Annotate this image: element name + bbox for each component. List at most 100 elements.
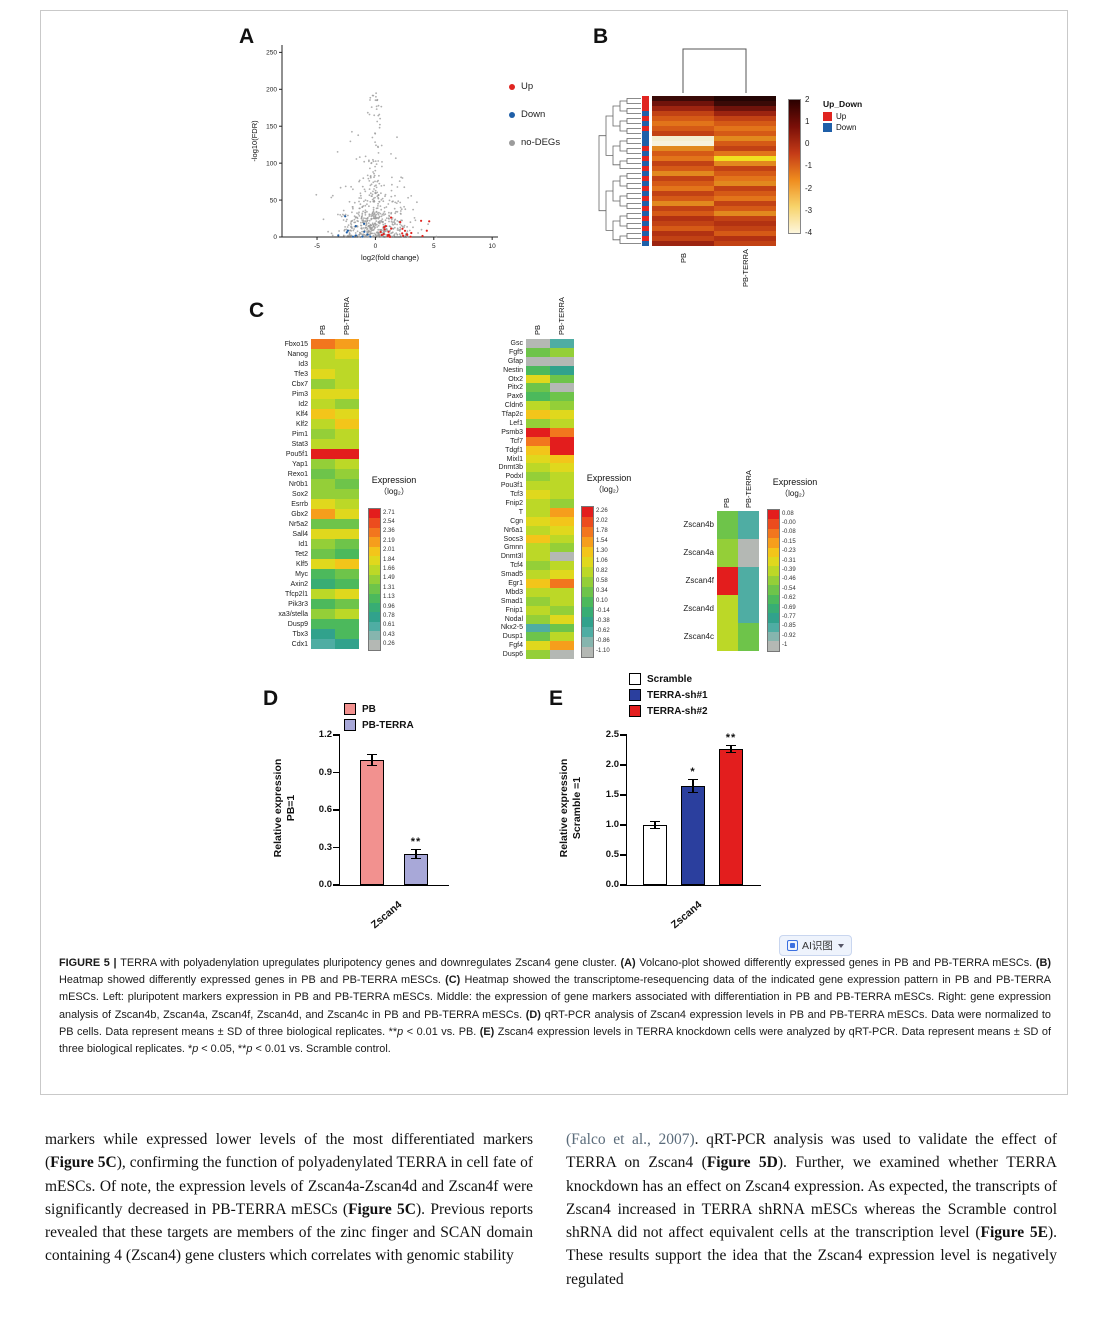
bar [681,786,705,885]
gene-label: Stat3 [291,440,308,448]
scale-value: 0.26 [383,641,395,648]
heatmap-cell [526,472,550,482]
heatmap-cell [717,511,738,539]
heatmap-cell [311,439,335,449]
scale-swatch [582,597,593,607]
heatmap-cell [714,156,776,161]
heatmap-cell [652,151,714,156]
heatmap-row: Zscan4b [671,511,759,539]
heatmap-cell [311,539,335,549]
scale-swatch [369,593,380,603]
gene-label: Pou5f1 [285,450,308,458]
gene-label: Podxl [505,473,523,481]
bar [719,748,743,885]
heatmap-row [652,111,776,116]
gene-label: Fnip1 [505,606,523,614]
heatmap-row [652,191,776,196]
error-cap [411,857,421,859]
heatmap-cell [652,116,714,121]
gene-label: Tfap2c [501,411,523,419]
heatmap-row: Pou5f1 [263,449,359,459]
heatmap-cell [652,236,714,241]
b-col-label-pb: PB [679,252,688,263]
heatmap-cell [652,186,714,191]
error-cap [367,765,377,767]
heatmap-cell [526,401,550,411]
y-tick-label: 2.0 [605,759,619,770]
heatmap-cell [526,525,550,535]
scale-value: -0.31 [782,557,796,564]
heatmap-row [652,236,776,241]
heatmap-cell [550,650,574,660]
scale-swatch [582,627,593,637]
heatmap-row [652,241,776,246]
y-tick-label: 1.2 [318,729,332,740]
heatmap-row: Yap1 [263,459,359,469]
heatmap-row: Pik3r3 [263,599,359,609]
scale-value: -0.14 [596,608,610,614]
gene-label: Fgf5 [508,348,523,356]
heatmap-row: Cldn6 [478,401,574,411]
heatmap-cell [652,101,714,106]
gene-label: Nkx2-5 [500,624,523,632]
row-annotation [642,106,649,111]
ai-recognize-button[interactable]: AI识图 [779,935,852,956]
heatmap-cell [311,559,335,569]
error-cap [726,744,736,746]
heatmap-row: Tfe3 [263,369,359,379]
heatmap-row: Stat3 [263,439,359,449]
y-tick-mark [333,884,340,886]
heatmap-cell [335,559,359,569]
svg-text:5: 5 [432,243,436,250]
heatmap-cell [335,419,359,429]
bar [360,760,384,885]
heatmap-cell [526,419,550,428]
heatmap-row: Cdx1 [263,639,359,649]
svg-text:50: 50 [270,197,278,204]
gene-label: Pim1 [292,430,308,438]
error-cap [688,792,698,794]
ai-scan-icon [787,940,798,951]
legend-label: TERRA-sh#2 [647,705,708,717]
scale-value: 0.78 [383,612,395,619]
scale-value: 1.66 [383,566,395,573]
heatmap-cell [526,561,550,571]
heatmap-row [652,101,776,106]
heatmap-cell [652,226,714,231]
row-annotation [642,126,649,131]
heatmap-cell [335,359,359,369]
row-annotation [642,226,649,231]
heatmap-row: Smad5 [478,570,574,580]
gene-label: Socs3 [503,535,523,543]
heatmap-cell [311,429,335,439]
heatmap-cell [550,534,574,544]
row-annotation [642,111,649,116]
scale-value: 1.84 [383,556,395,563]
legend-swatch [823,112,832,121]
heatmap-cell [311,349,335,359]
gene-label: Dnmt3b [498,464,523,472]
scale-value: -0.85 [782,623,796,630]
y-tick-mark [333,734,340,736]
legend-label: TERRA-sh#1 [647,689,708,701]
bar [404,853,428,885]
heatmap-cell [526,632,550,642]
heatmap-cell [311,519,335,529]
heatmap-cell [335,459,359,469]
heatmap-row [652,141,776,146]
heatmap-row: Nestin [478,365,574,375]
panel-a-label: A [239,25,255,48]
d-y-axis-title: Relative expression PB=1 [272,733,298,883]
scale-value: 1.49 [383,575,395,582]
heatmap-row: Nkx2-5 [478,623,574,633]
expression-legend-sub: （log₂） [594,485,624,494]
heatmap-cell [652,196,714,201]
row-annotation [642,181,649,186]
heatmap-row: Gsc [478,339,574,348]
heatmap-row: Nr5a2 [263,519,359,529]
scale-swatch [768,547,779,557]
e-x-tick-label: Zscan4 [668,898,705,932]
